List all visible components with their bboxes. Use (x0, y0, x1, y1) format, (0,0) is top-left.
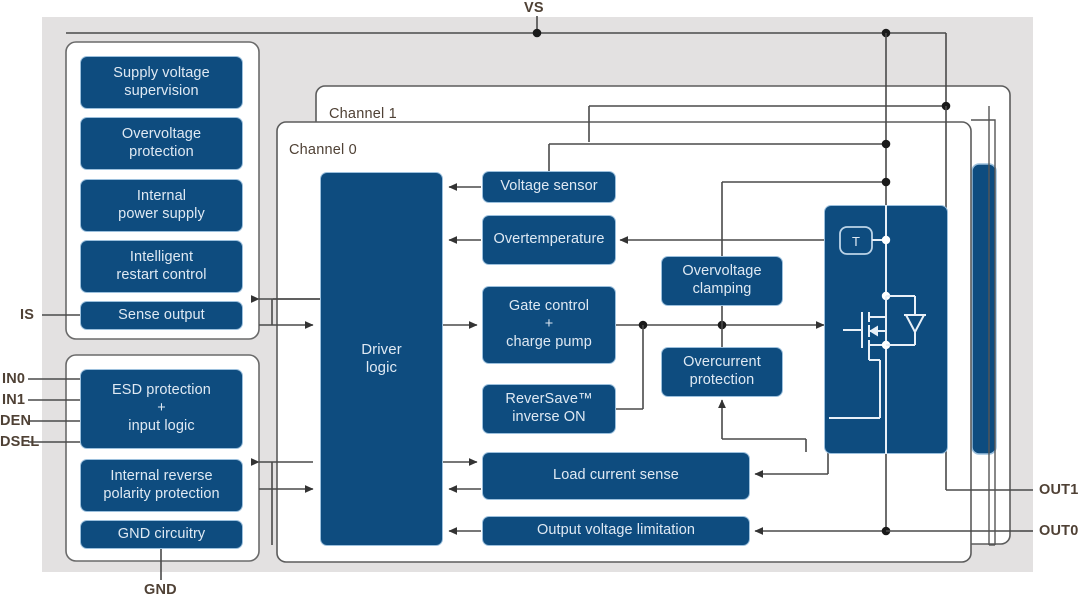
junction-vs (532, 28, 542, 38)
channel0-panel (276, 121, 972, 563)
overvoltage-clamp-net (721, 177, 891, 258)
temperature-sensor-label: T (852, 234, 860, 249)
block-supply-voltage-supervision[interactable]: Supply voltage supervision (80, 56, 243, 109)
block-internal-power-supply[interactable]: Internal power supply (80, 179, 243, 232)
panel-label-channel1: Channel 1 (329, 106, 397, 122)
junction-tsense (881, 235, 891, 245)
block-gate-control-charge-pump[interactable]: Gate control + charge pump (482, 286, 616, 364)
left-pin-wires (28, 314, 84, 443)
block-intelligent-restart-control[interactable]: Intelligent restart control (80, 240, 243, 293)
channel1-power-stage-sliver (971, 163, 997, 455)
pin-label-den: DEN (0, 413, 32, 429)
pin-label-dsel: DSEL (0, 434, 40, 450)
block-voltage-sensor[interactable]: Voltage sensor (482, 171, 616, 203)
load-sense-net (754, 452, 829, 478)
overcurrent-sense-net (718, 399, 807, 452)
block-internal-reverse-polarity-protection[interactable]: Internal reverse polarity protection (80, 459, 243, 512)
block-reversave-inverse-on[interactable]: ReverSave™ inverse ON (482, 384, 616, 434)
block-output-voltage-limitation[interactable]: Output voltage limitation (482, 516, 750, 546)
pin-label-is: IS (20, 307, 35, 323)
pin-label-out1: OUT1 (1039, 482, 1079, 498)
block-driver-logic[interactable]: Driver logic (320, 172, 443, 546)
pin-label-vs: VS (524, 0, 544, 16)
driver-right-bus (443, 183, 481, 535)
block-overtemperature[interactable]: Overtemperature (482, 215, 616, 265)
out-routing-bracket (971, 119, 996, 545)
pin-label-in0: IN0 (2, 371, 26, 387)
panel-label-channel0: Channel 0 (289, 142, 357, 158)
driver-left-bus (251, 295, 320, 545)
block-load-current-sense[interactable]: Load current sense (482, 452, 750, 500)
block-esd-protection-input-logic[interactable]: ESD protection + input logic (80, 369, 243, 449)
junction-vs-sense-tap (881, 139, 891, 149)
gate-net (616, 303, 825, 410)
pin-label-gnd: GND (144, 582, 177, 598)
block-sense-output[interactable]: Sense output (80, 301, 243, 330)
junction-clamp-vs (881, 177, 891, 187)
pin-label-out0: OUT0 (1039, 523, 1079, 539)
block-gnd-circuitry[interactable]: GND circuitry (80, 520, 243, 549)
pin-label-in1: IN1 (2, 392, 26, 408)
block-overvoltage-protection[interactable]: Overvoltage protection (80, 117, 243, 170)
block-overcurrent-protection[interactable]: Overcurrent protection (661, 347, 783, 397)
block-overvoltage-clamping[interactable]: Overvoltage clamping (661, 256, 783, 306)
